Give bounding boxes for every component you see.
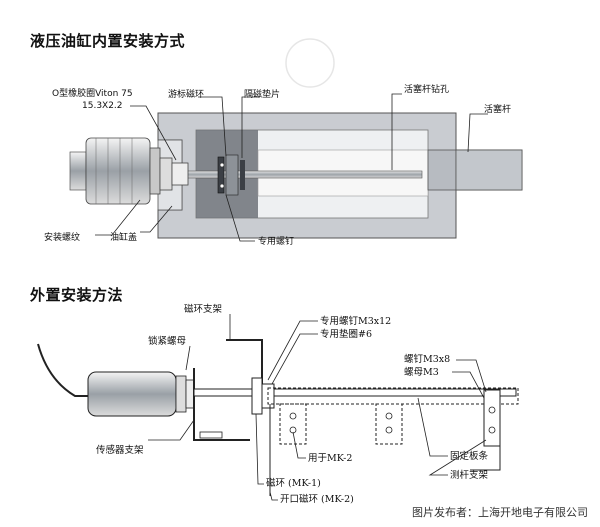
image-credit: 图片发布者：上海开地电子有限公司	[412, 506, 588, 519]
label-oring: O型橡胶圈Viton 75	[52, 87, 133, 99]
label-screw-m3x12: 专用螺钉M3x12	[320, 315, 391, 327]
sensor-bracket	[193, 368, 250, 441]
label-cylinder-cap: 油缸盖	[110, 231, 137, 243]
piston-rod-inner	[427, 149, 457, 191]
label-special-screw: 专用螺钉	[258, 235, 294, 247]
label-open-ring-mk2: 开口磁环 (MK-2)	[280, 493, 354, 505]
label-ring-bracket: 磁环支架	[184, 303, 223, 315]
label-fixing-plate: 固定板条	[450, 450, 489, 462]
label-rod-bore: 活塞杆钻孔	[404, 83, 449, 95]
label-washer: 专用垫圈#6	[320, 328, 372, 340]
magnet-ring-ext	[251, 377, 263, 415]
label-vernier-ring: 游标磁环	[168, 88, 204, 100]
label-mount-thread: 安装螺纹	[44, 231, 80, 243]
mk2-holder-2	[375, 403, 403, 445]
faint-circle	[285, 38, 335, 88]
magnet-ring-holder	[225, 154, 239, 196]
section1-leaders	[95, 93, 488, 242]
label-oring-size: 15.3X2.2	[82, 101, 123, 111]
label-for-mk2: 用于MK-2	[308, 453, 352, 464]
label-screw-m3x8: 螺钉M3x8	[404, 354, 450, 365]
magnet-ring	[217, 156, 225, 194]
sensor-cable	[37, 343, 92, 397]
section1-title: 液压油缸内置安装方式	[30, 32, 186, 50]
piston-rod	[455, 149, 523, 191]
cylinder-assembly	[157, 112, 523, 239]
label-rod-bracket: 测杆支架	[450, 469, 489, 481]
spacer-plate	[240, 160, 245, 190]
label-spacer: 隔磁垫片	[244, 88, 280, 100]
mk2-holder-1	[279, 403, 307, 445]
external-assembly	[37, 339, 519, 496]
label-nut-m3: 螺母M3	[404, 367, 439, 378]
section2-title: 外置安装方法	[30, 286, 124, 304]
section2-leaders	[148, 314, 487, 501]
measuring-rod	[193, 388, 517, 397]
sensor-head	[69, 137, 189, 205]
label-ring-mk1: 磁环 (MK-1)	[266, 477, 321, 489]
label-sensor-bracket: 传感器支架	[96, 444, 144, 456]
label-piston-rod: 活塞杆	[484, 103, 511, 115]
rod-bracket	[483, 389, 501, 447]
sensor-body	[87, 371, 177, 417]
label-lock-nut: 锁紧螺母	[148, 335, 186, 347]
